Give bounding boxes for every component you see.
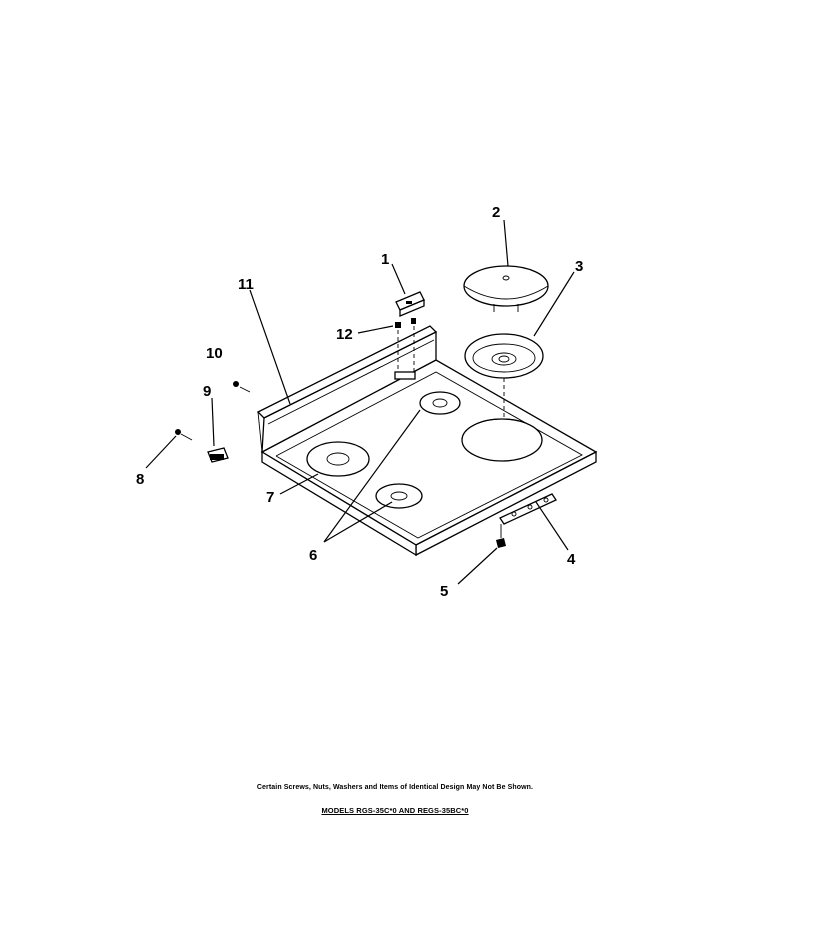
screw-12b: [411, 318, 416, 324]
callout-8: 8: [136, 471, 144, 488]
callout-labels: 1 2 3 4 5 6 7 8 9 10 11 12: [136, 204, 583, 600]
callout-5: 5: [440, 583, 448, 600]
back-rail: [256, 325, 438, 454]
leader-lines: [145, 219, 575, 585]
callout-4: 4: [567, 551, 576, 568]
burner-opening: [461, 418, 543, 462]
trim-piece: [499, 493, 557, 525]
callout-1: 1: [381, 251, 389, 268]
surface-element-rear: [419, 391, 461, 415]
callout-10: 10: [206, 345, 223, 362]
models-caption: MODELS RGS-35C*0 AND REGS-35BC*0: [321, 806, 469, 815]
screw-10: [233, 381, 251, 393]
callout-7: 7: [266, 489, 274, 506]
callout-3: 3: [575, 258, 583, 275]
bracket: [395, 291, 425, 317]
callout-12: 12: [336, 326, 353, 343]
callout-2: 2: [492, 204, 500, 221]
callout-6: 6: [309, 547, 317, 564]
burner-cap: [463, 265, 549, 312]
surface-element-front: [375, 483, 423, 509]
mounting-clip: [394, 371, 416, 380]
screw-5: [496, 524, 506, 548]
burner-bowl: [464, 333, 544, 379]
surface-element-large: [306, 441, 370, 477]
screw-8: [175, 429, 193, 441]
cooktop-panel: [260, 359, 598, 557]
callout-11: 11: [238, 276, 254, 293]
screw-12a: [395, 322, 401, 328]
clip-9: [207, 447, 229, 463]
disclaimer-note: Certain Screws, Nuts, Washers and Items …: [256, 784, 534, 791]
callout-9: 9: [203, 383, 211, 400]
